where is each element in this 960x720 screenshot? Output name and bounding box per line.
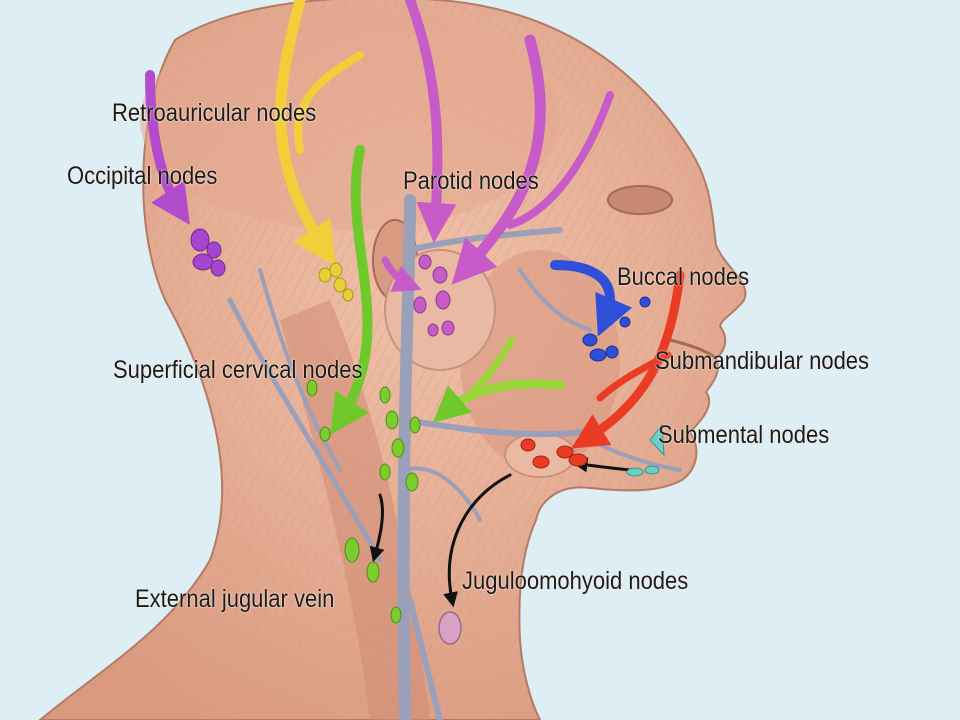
- parotid-arrow-c: [506, 91, 614, 229]
- retroauricular-arrow-a: [275, 0, 336, 267]
- juguloomohyoid-node: [438, 611, 462, 645]
- label-retroauricular-nodes: Retroauricular nodes: [112, 99, 317, 127]
- parotid-arrow-b: [451, 34, 546, 285]
- buccal-arrow: [550, 260, 633, 337]
- occipital-node-cluster: [190, 228, 226, 277]
- superficial-cervical-arrow-a: [330, 145, 373, 435]
- submandibular-arrow-b: [596, 351, 672, 402]
- buccal-node-cluster: [582, 296, 651, 362]
- eye: [607, 185, 673, 215]
- veins: [227, 194, 682, 720]
- submental-node-cluster: [626, 423, 665, 477]
- parotid-arrow-a: [405, 0, 457, 243]
- retroauricular-arrow-b: [294, 51, 364, 154]
- retroauricular-node-cluster: [318, 262, 354, 302]
- parotid-node-cluster: [413, 254, 455, 337]
- label-external-jugular-vein: External jugular vein: [135, 585, 335, 613]
- label-submental-nodes: Submental nodes: [658, 421, 830, 449]
- superficial-cervical-node-cluster: [306, 379, 421, 624]
- label-juguloomohyoid-nodes: Juguloomohyoid nodes: [462, 567, 689, 595]
- drainage-arrows: [145, 0, 685, 608]
- deep-arrow-b: [443, 473, 512, 608]
- parotid-arrow-d: [381, 256, 422, 292]
- temporal-muscle: [140, 10, 560, 230]
- submandibular-node-cluster: [520, 438, 588, 469]
- label-superficial-cervical-nodes: Superficial cervical nodes: [113, 356, 363, 384]
- label-occipital-nodes: Occipital nodes: [67, 162, 218, 190]
- superficial-cervical-arrow-b: [432, 379, 565, 423]
- occipital-arrow: [145, 70, 190, 225]
- label-buccal-nodes: Buccal nodes: [617, 263, 750, 291]
- label-parotid-nodes: Parotid nodes: [403, 167, 539, 195]
- submandibular-arrow-a: [571, 270, 685, 449]
- superficial-cervical-arrow-c: [466, 336, 516, 399]
- deep-arrow-a: [369, 493, 385, 563]
- label-submandibular-nodes: Submandibular nodes: [655, 347, 870, 375]
- mouth: [669, 338, 717, 360]
